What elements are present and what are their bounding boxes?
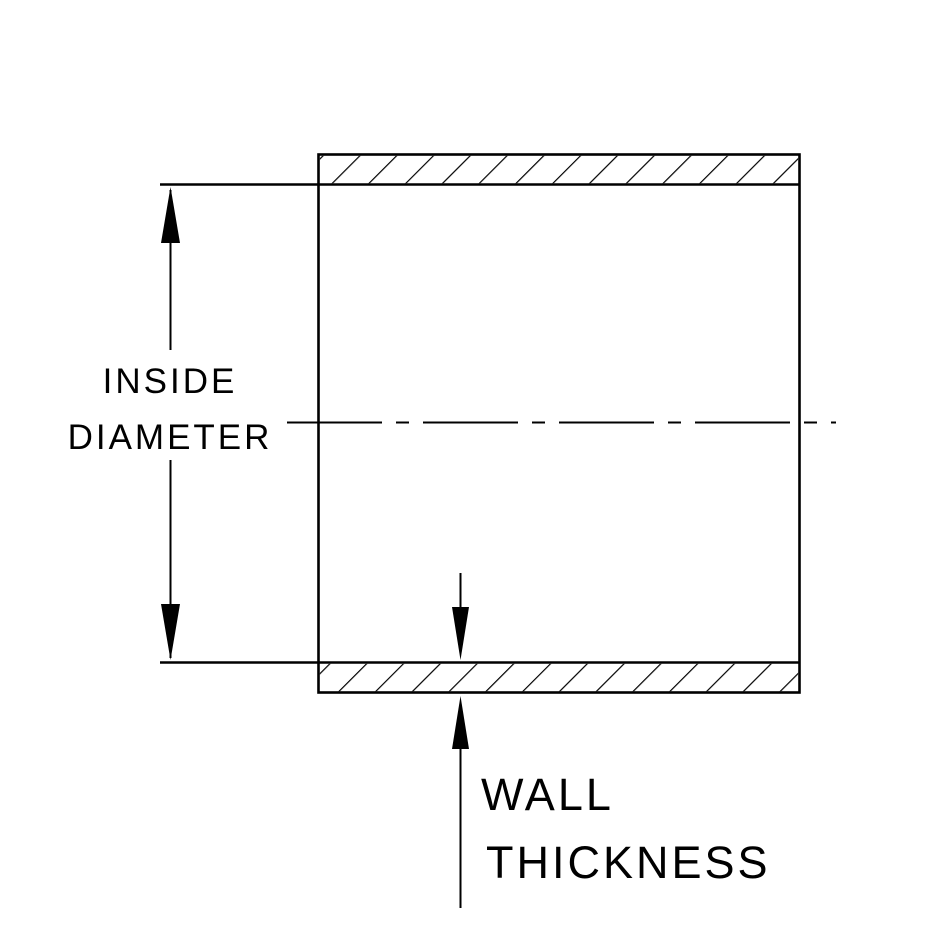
arrow-down-icon — [161, 604, 180, 660]
arrow-up-icon — [161, 187, 180, 243]
top-wall-hatch — [319, 155, 799, 184]
wall-thickness-label-line2: THICKNESS — [486, 837, 771, 888]
label-mask — [58, 350, 282, 460]
wall-thickness-arrow-up-icon — [452, 696, 469, 749]
inside-diameter-label-line2: DIAMETER — [68, 418, 273, 457]
wall-thickness-label-line1: WALL — [481, 769, 614, 820]
inside-diameter-label-line1: INSIDE — [103, 362, 238, 401]
wall-thickness-arrow-down-icon — [452, 607, 469, 660]
bottom-wall-hatch — [319, 663, 799, 692]
